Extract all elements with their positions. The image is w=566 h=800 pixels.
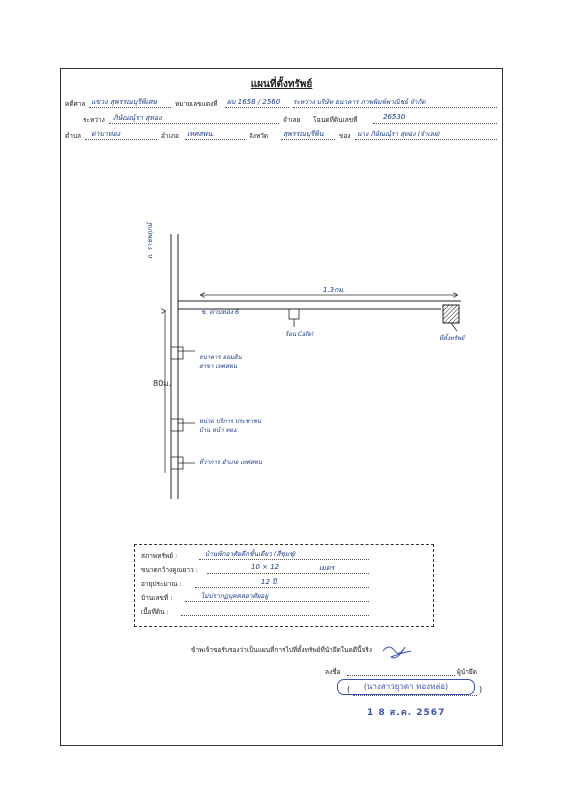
province-value: สุพรรณบุรีพิน (283, 130, 324, 138)
location-map (61, 234, 461, 659)
defendant-label: จำเลย (283, 116, 301, 124)
landmark-2-label: หน่วย บริการ ประชาชน บ้าน หน้า ทอง. (199, 418, 261, 434)
subdistrict-value: ต่าบาท่อง (91, 130, 121, 138)
owner-value: นาง ภิษัณณ์ุรา สุทอง (จำเลย) (357, 130, 441, 138)
case-value: แขวง สุพรรณบุรีพิเศษ (91, 98, 158, 106)
subdistrict-label: ตำบล (65, 132, 81, 140)
cafe-label: ร้อน Cafe! (285, 331, 314, 338)
date-stamp: 1 8 ส.ค. 2567 (367, 708, 446, 718)
property-info-box: สภาพทรัพย์ : บ้านพักอาศัยตึกชั้นเดียว (ส… (134, 544, 434, 627)
deed-value: 26530 (383, 113, 406, 121)
soi-label: ซ. ต่าบทอง 6 (201, 308, 240, 316)
landmark-1-marker (171, 346, 184, 360)
house-no-value: ไม่ปรากฏบุคคลอาศัยอยู่ (201, 592, 269, 600)
document-frame: แผนที่ตั้งทรัพย์ คดีศาล แขวง สุพรรณบุรีพ… (60, 68, 503, 746)
vertical-road-label: ถ. ราชพฤกษ์ (146, 222, 154, 259)
house-no-label: บ้านเลขที่ : (141, 594, 173, 602)
document-title: แผนที่ตั้งทรัพย์ (250, 79, 313, 90)
map-no-label: หมายเลขแดงที่ (175, 100, 218, 108)
area-label: เนื้อที่ดิน : (141, 608, 169, 616)
signature-mark (382, 646, 412, 659)
certification-statement: ข้าพเจ้าขอรับรองว่าเป็นแผนที่การไปที่ตั้… (191, 646, 372, 654)
signatory-name-stamp: (นางสาวยุวดา ทองหล่อ) (337, 679, 475, 695)
distance-top-label: 1.3กม. (323, 286, 346, 294)
deed-label: โฉนดที่ดินเลขที่ (313, 116, 358, 124)
map-no-value: ผบ 1658 / 2560 (227, 98, 281, 106)
type-value: บ้านพักอาศัยตึกชั้นเดียว (สี่ชุมชุ่) (205, 550, 297, 558)
age-value: 12 ปี (261, 578, 277, 586)
target-label: ที่ตั้งทรัพย์ (439, 335, 465, 342)
size-label: ขนาดกว้างคูณยาว : (141, 566, 198, 574)
parties-value: ระหว่าง บริษัท ธนาคาร ภาพพิมพ์พาณิชย์ จำ… (293, 98, 426, 106)
landmark-2-marker (171, 418, 184, 432)
owner-label: ของ (339, 132, 351, 140)
size-value: 10 × 12 (251, 563, 280, 571)
province-label: จังหวัด (249, 132, 269, 140)
district-label: อำเภอ (161, 132, 179, 140)
size-unit: เมตร (319, 564, 335, 572)
landmark-3-label: ที่ว่าการ อำเภอ เทศสพน (199, 459, 262, 466)
between-value: ภิษัณณ์ุรา สุทอง (113, 114, 162, 122)
district-value: เทศสพน. (187, 130, 215, 138)
distance-side-label: 80ม. (153, 379, 171, 388)
paren-close: ) (479, 685, 483, 694)
paren-open: ( (347, 685, 351, 694)
landmark-1-label: ธนาคาร ออมสิน สาขา เทศสพน (199, 354, 242, 370)
cafe-marker (288, 308, 300, 320)
sign-label: ลงชื่อ (325, 668, 341, 676)
case-label: คดีศาล (65, 100, 86, 108)
age-label: อายุประมาณ : (141, 580, 182, 588)
target-property-marker (442, 304, 460, 324)
between-label: ระหว่าง (83, 116, 105, 124)
type-label: สภาพทรัพย์ : (141, 552, 178, 560)
role-label: ผู้นำยึด (457, 668, 477, 676)
